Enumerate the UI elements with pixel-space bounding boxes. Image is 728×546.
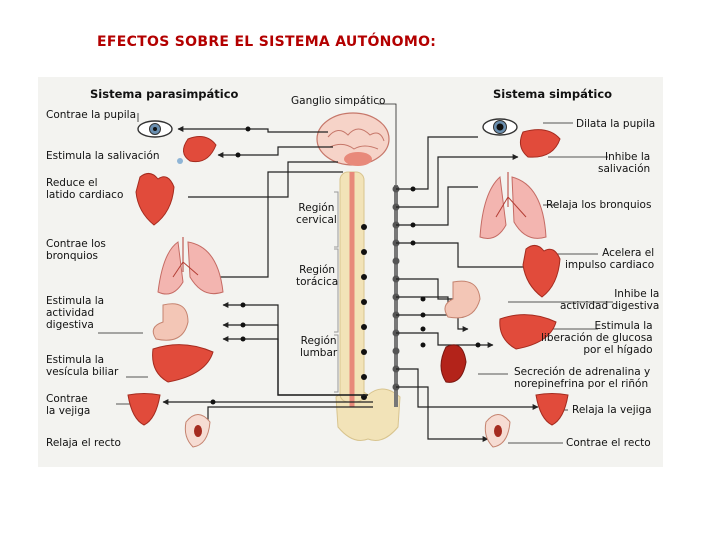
effect-dilate-pupil: Dilata la pupila [576,118,656,130]
heart-icon [135,173,175,226]
effect-contract-rectum: Contrae el recto [566,437,651,449]
ganglion-label: Ganglio simpático [291,95,386,107]
spinal-column [339,171,365,407]
autonomic-diagram: Sistema parasimpático Sistema simpático … [38,77,663,467]
effect-contract-pupil: Contrae la pupila [46,109,137,121]
sympathetic-dots [410,186,481,348]
effect-relax-rectum: Relaja el recto [46,437,121,449]
salivary-gland-icon [177,136,217,164]
diagram-drawing [98,103,613,448]
stomach-icon [152,303,189,341]
rectum-icon [184,414,211,448]
lungs-icon-right [479,172,547,239]
slide-title: EFECTOS SOBRE EL SISTEMA AUTÓNOMO: [97,34,437,50]
eye-icon [137,120,173,138]
brain-shape [316,112,390,166]
liver-icon-right [499,314,557,350]
liver-icon [152,344,214,383]
effect-relax-bladder: Relaja la vejiga [572,404,652,416]
parasympathetic-heading: Sistema parasimpático [90,87,239,101]
sympathetic-ganglia [392,185,400,391]
bladder-icon-right [535,393,569,426]
lungs-icon [157,237,224,295]
bladder-icon [127,393,161,426]
sympathetic-heading: Sistema simpático [493,87,613,101]
spinal-nerve-dots [361,224,367,400]
region-brackets [334,191,339,393]
heart-icon-right [522,245,561,298]
eye-icon-right [482,118,518,136]
kidney-icon [440,344,467,383]
effect-relax-bronchi: Relaja los bronquios [546,199,652,211]
effect-stimulate-salivation: Estimula la salivación [46,150,160,162]
ganglion-leader [378,103,397,185]
stomach-icon-right [444,280,481,319]
rectum-icon-right [484,414,511,448]
salivary-gland-icon-right [519,129,561,158]
parasympathetic-nerves [162,126,373,430]
parasympathetic-dots [210,126,251,405]
